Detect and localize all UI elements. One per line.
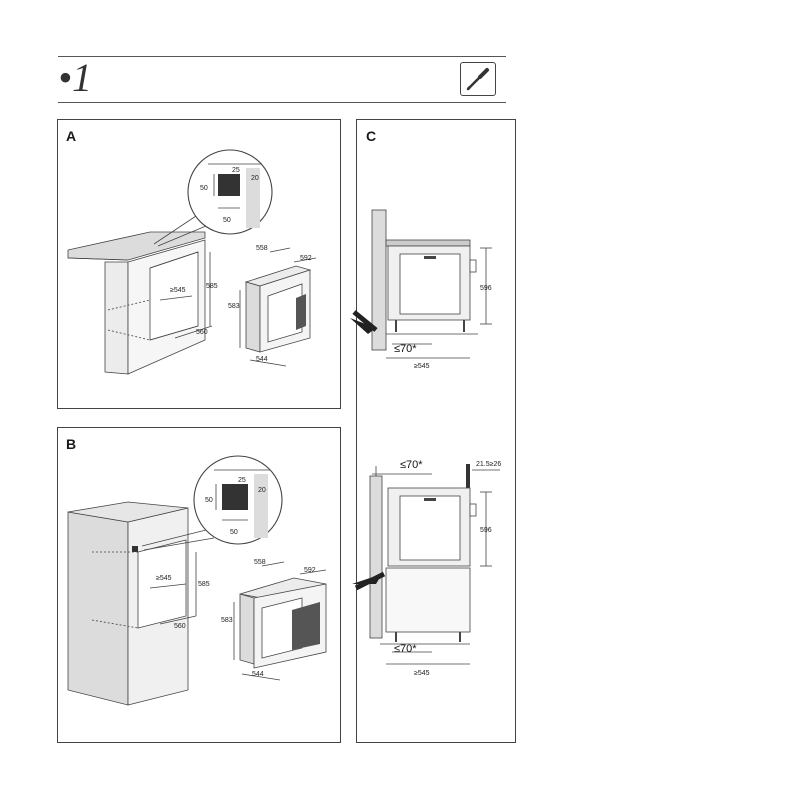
a-oven-height: 583 bbox=[228, 303, 240, 310]
header-top-rule bbox=[58, 56, 506, 57]
c-top-gap: ≤70* bbox=[394, 343, 417, 355]
panel-a-letter: A bbox=[66, 128, 77, 144]
c-bottom-thickness: 21.5≥26 bbox=[476, 461, 501, 468]
b-niche-width: 560 bbox=[174, 623, 186, 630]
screwdriver-icon bbox=[460, 62, 496, 96]
a-detail-50-horizontal: 50 bbox=[223, 217, 231, 224]
b-oven-height: 583 bbox=[221, 617, 233, 624]
panel-b-drawing bbox=[67, 455, 327, 706]
a-oven-front: 544 bbox=[256, 356, 268, 363]
page-number: •1 bbox=[58, 55, 93, 100]
a-niche-depth: ≥545 bbox=[170, 287, 186, 294]
a-niche-width: 560 bbox=[196, 329, 208, 336]
panel-c bbox=[356, 119, 516, 743]
panel-c-labels: ≤70* ≥545 596 ≤70* 21.5≥26 596 ≤70* ≥545 bbox=[394, 285, 501, 677]
b-niche-height: 585 bbox=[198, 581, 210, 588]
panel-a bbox=[57, 119, 341, 409]
panel-b-labels: 25 20 50 50 ≥545 585 560 558 592 583 544 bbox=[156, 477, 316, 678]
panel-b bbox=[57, 427, 341, 743]
b-detail-50-vertical: 50 bbox=[205, 497, 213, 504]
b-detail-20: 20 bbox=[258, 487, 266, 494]
c-bottom-gap-bottom: ≤70* bbox=[394, 643, 417, 655]
c-top-height: 596 bbox=[480, 285, 492, 292]
b-oven-width: 592 bbox=[304, 567, 316, 574]
panel-a-drawing bbox=[67, 149, 317, 375]
a-oven-width: 592 bbox=[300, 255, 312, 262]
header-bottom-rule bbox=[58, 102, 506, 103]
a-niche-height: 585 bbox=[206, 283, 218, 290]
panel-a-labels: 25 20 50 50 ≥545 585 560 558 592 583 544 bbox=[170, 167, 312, 363]
c-top-depth: ≥545 bbox=[414, 363, 430, 370]
b-oven-depth: 558 bbox=[254, 559, 266, 566]
c-bottom-height: 596 bbox=[480, 527, 492, 534]
c-bottom-gap-top: ≤70* bbox=[400, 459, 423, 471]
b-niche-depth: ≥545 bbox=[156, 575, 172, 582]
a-detail-50-vertical: 50 bbox=[200, 185, 208, 192]
b-detail-25: 25 bbox=[238, 477, 246, 484]
b-detail-50-horizontal: 50 bbox=[230, 529, 238, 536]
panel-c-drawing bbox=[350, 209, 500, 665]
c-bottom-depth: ≥545 bbox=[414, 670, 430, 677]
b-oven-front: 544 bbox=[252, 671, 264, 678]
panel-c-letter: C bbox=[366, 128, 377, 144]
a-oven-depth: 558 bbox=[256, 245, 268, 252]
panel-b-letter: B bbox=[66, 436, 77, 452]
a-detail-20: 20 bbox=[251, 175, 259, 182]
a-detail-25: 25 bbox=[232, 167, 240, 174]
